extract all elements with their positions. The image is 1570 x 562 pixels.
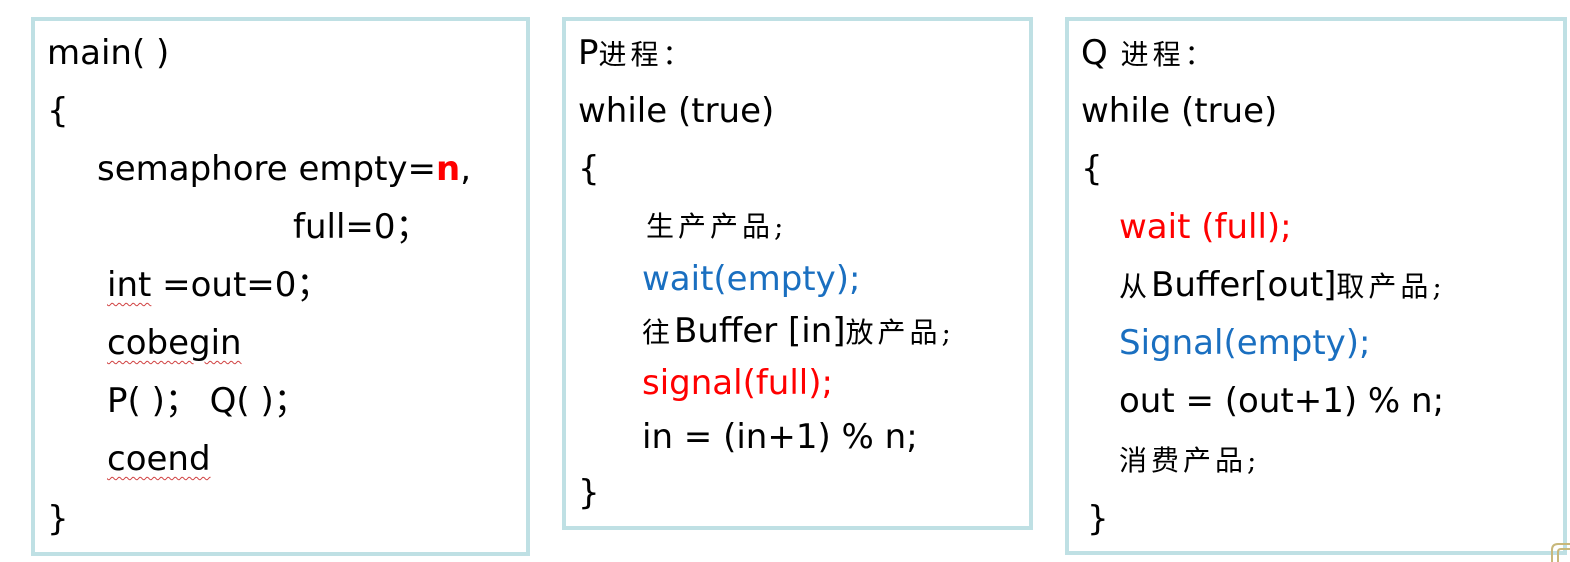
coend-line: coend <box>107 439 211 479</box>
q-consume-item: 消费产品; <box>1119 444 1261 477</box>
semaphore-prefix: semaphore empty= <box>97 149 437 189</box>
semaphore-declaration: semaphore empty=n, <box>97 149 471 189</box>
p-title-letter: P <box>578 33 599 73</box>
p-title-cn: 进程： <box>598 38 695 71</box>
coend-keyword: coend <box>107 439 211 479</box>
q-open-brace: { <box>1081 149 1103 189</box>
p-process-title: P进程： <box>578 33 695 75</box>
p-close-brace: } <box>578 473 600 513</box>
p-put-cn-prefix: 往 <box>642 316 675 349</box>
q-title-letter: Q <box>1081 33 1108 73</box>
p-put-into-buffer: 往Buffer [in]放产品; <box>642 311 955 353</box>
p-process-panel: P进程： while (true) { 生产产品; wait(empty); 往… <box>562 17 1033 530</box>
main-close-brace: } <box>47 499 69 539</box>
q-take-from-buffer: 从Buffer[out]取产品; <box>1119 265 1446 307</box>
p-signal-full: signal(full); <box>642 363 833 403</box>
process-calls: P( )； Q( )； <box>107 381 308 421</box>
p-open-brace: { <box>578 149 600 189</box>
p-wait-empty: wait(empty); <box>642 259 861 299</box>
int-declaration: int =out=0； <box>107 265 330 305</box>
main-signature: main( ) <box>47 33 170 73</box>
full-declaration: full=0； <box>293 207 430 247</box>
main-code-panel: main( ) { semaphore empty=n, full=0； int… <box>31 17 530 556</box>
q-wait-full: wait (full); <box>1119 207 1292 247</box>
q-while-loop: while (true) <box>1081 91 1278 131</box>
p-advance-in: in = (in+1) % n; <box>642 417 918 457</box>
cobegin-keyword: cobegin <box>107 323 242 363</box>
corner-decoration-icon <box>1551 543 1570 562</box>
int-keyword: int <box>107 265 152 305</box>
semaphore-comma: , <box>460 149 472 189</box>
p-while-loop: while (true) <box>578 91 775 131</box>
q-process-title: Q 进程： <box>1081 33 1217 75</box>
int-rest: =out=0； <box>151 265 331 305</box>
q-close-brace: } <box>1087 499 1109 539</box>
q-title-cn: 进程： <box>1107 38 1217 71</box>
p-produce-item: 生产产品; <box>646 210 788 243</box>
q-signal-empty: Signal(empty); <box>1119 323 1371 363</box>
cobegin-line: cobegin <box>107 323 242 363</box>
p-put-cn-suffix: 放产品; <box>845 316 955 349</box>
main-open-brace: { <box>47 91 69 131</box>
q-buffer-out: Buffer[out] <box>1151 265 1337 305</box>
empty-initial-value: n <box>436 149 461 189</box>
q-take-cn-prefix: 从 <box>1119 270 1152 303</box>
q-process-panel: Q 进程： while (true) { wait (full); 从Buffe… <box>1065 17 1567 555</box>
p-buffer-in: Buffer [in] <box>674 311 846 351</box>
q-take-cn-suffix: 取产品; <box>1336 270 1446 303</box>
q-advance-out: out = (out+1) % n; <box>1119 381 1445 421</box>
